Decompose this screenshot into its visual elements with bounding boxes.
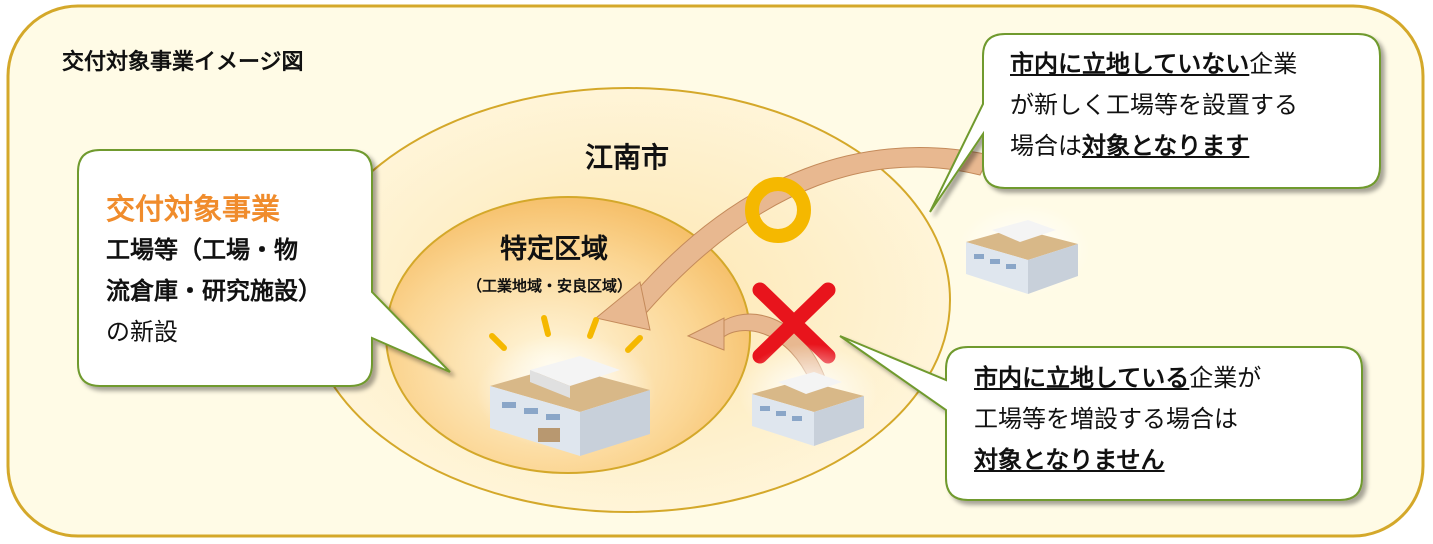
top-right-line3: 場合は対象となります [1010,126,1298,167]
arrow-head-ng [686,317,725,351]
left-bubble-line1: 工場等（工場・物 [106,236,298,264]
circle-ok-icon [745,177,811,243]
top-right-line3-prefix: 場合は [1010,132,1082,160]
left-bubble-line3: の新設 [106,318,178,346]
left-bubble-text: 交付対象事業 工場等（工場・物 流倉庫・研究施設） の新設 [106,186,322,353]
bottom-right-line2: 工場等を増設する場合は [974,405,1238,433]
arrow-head-ok [594,281,651,331]
top-right-line1-rest: 企業 [1249,50,1298,78]
top-right-line3-bold: 対象となります [1082,132,1250,160]
sparkle-lines [489,315,643,353]
bottom-right-line1-rest: 企業が [1189,364,1262,392]
bottom-right-line3: 対象となりません [974,440,1261,481]
building-zone-icon [490,356,650,456]
bottom-right-line1: 市内に立地している企業が [974,358,1261,399]
left-bubble-line2: 流倉庫・研究施設） [106,277,322,305]
left-bubble-heading: 交付対象事業 [106,192,281,226]
bottom-right-bubble-shape [839,335,1363,501]
building-ok-icon [966,220,1078,294]
building-ng-icon [752,372,864,446]
diagram-title: 交付対象事業イメージ図 [62,50,304,75]
top-right-line1: 市内に立地していない企業 [1010,44,1298,85]
bottom-right-line3-bold: 対象となりません [974,446,1165,474]
city-label: 江南市 [585,141,670,174]
top-right-line2: が新しく工場等を設置する [1010,91,1298,119]
left-bubble-shape [77,149,451,387]
top-right-bubble-text: 市内に立地していない企業 が新しく工場等を設置する 場合は対象となります [1010,44,1298,167]
top-right-bubble-shape [929,33,1381,213]
zone-label: 特定区域 [500,234,608,265]
top-right-bold-underlined: 市内に立地していない [1010,50,1250,78]
bottom-right-bubble-text: 市内に立地している企業が 工場等を増設する場合は 対象となりません [974,358,1261,481]
bottom-right-bold-underlined: 市内に立地している [974,364,1190,392]
zone-sublabel: （工業地域・安良区域） [467,277,633,295]
